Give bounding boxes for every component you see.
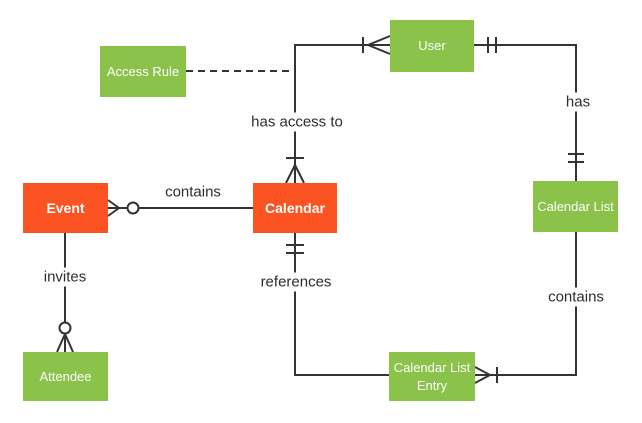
cardinality-zero-circle <box>126 201 140 215</box>
connector-calendar-calendar-list-entry <box>286 233 389 376</box>
crows-foot-icon <box>367 35 391 55</box>
entity-attendee[interactable]: Attendee <box>23 352 108 401</box>
entity-calendar-list-label: Calendar List <box>537 198 614 214</box>
crows-foot-icon <box>107 199 120 217</box>
crows-foot-icon <box>285 164 305 184</box>
entity-user[interactable]: User <box>390 20 474 72</box>
crows-foot-icon <box>474 366 491 384</box>
entity-calendar-list-entry-label: Calendar List Entry <box>393 359 471 393</box>
entity-access-rule-label: Access Rule <box>106 63 180 79</box>
relationship-label-has-access-to: has access to <box>246 112 348 132</box>
entity-user-label: User <box>418 38 446 54</box>
cardinality-one-bar <box>568 153 584 163</box>
entity-calendar[interactable]: Calendar <box>253 183 337 233</box>
relationship-label-invites: invites <box>38 267 92 287</box>
relationship-label-references: references <box>255 272 337 292</box>
connector-event-calendar <box>107 199 253 217</box>
relationship-label-contains-list: contains <box>543 287 609 307</box>
cardinality-one-bar <box>487 37 497 53</box>
connector-calendar-list-calendar-list-entry <box>474 232 577 384</box>
relationship-label-contains-event: contains <box>160 182 226 202</box>
connector-event-attendee <box>56 233 74 353</box>
entity-calendar-list-entry[interactable]: Calendar List Entry <box>389 352 475 401</box>
connector-user-calendar-list <box>474 37 584 181</box>
crows-foot-icon <box>56 333 74 353</box>
entity-event-label: Event <box>46 199 85 216</box>
cardinality-one-bar <box>286 244 304 254</box>
entity-event[interactable]: Event <box>23 183 108 233</box>
entity-access-rule[interactable]: Access Rule <box>100 46 186 97</box>
entity-calendar-list[interactable]: Calendar List <box>533 181 618 232</box>
entity-attendee-label: Attendee <box>39 368 92 384</box>
entity-calendar-label: Calendar <box>265 199 325 216</box>
cardinality-zero-circle <box>58 321 72 335</box>
connector-calendar-user <box>285 35 391 184</box>
relationship-label-has: has <box>560 92 596 112</box>
